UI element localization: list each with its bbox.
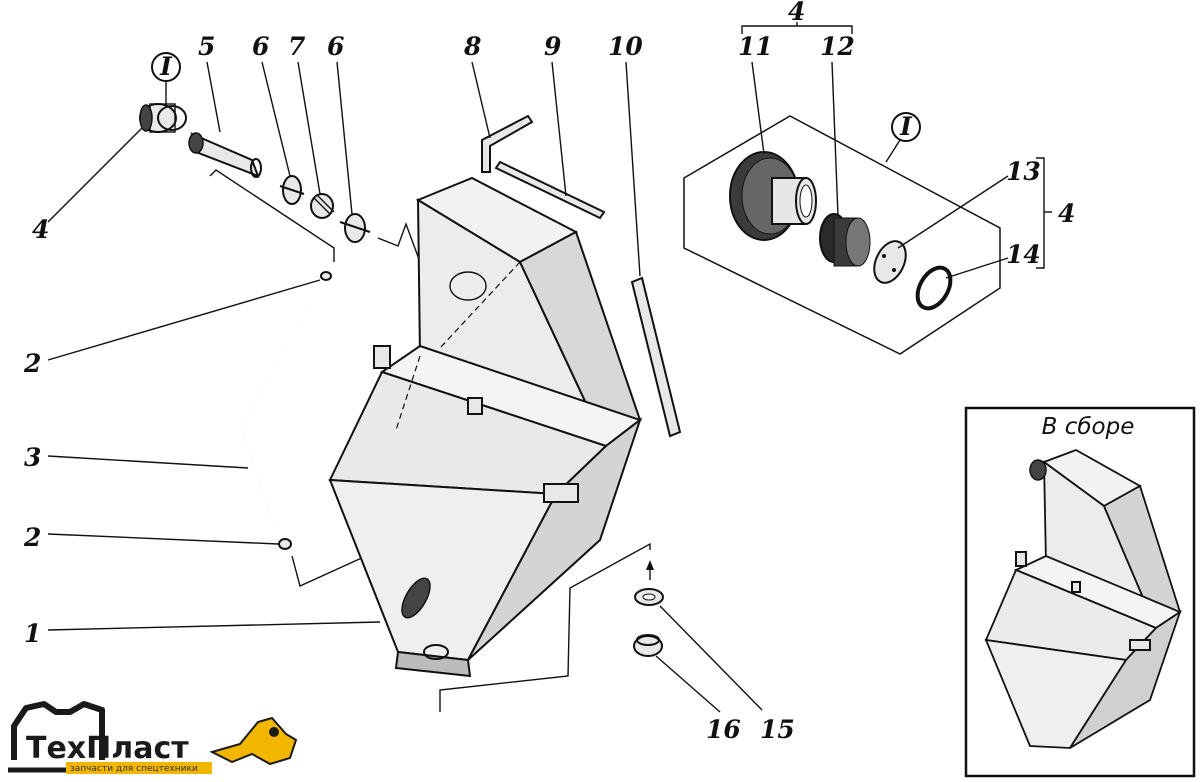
label-15: 15 (760, 715, 795, 744)
bracket-right-4 (1036, 157, 1052, 269)
label-2-top: 2 (23, 349, 41, 378)
assembled-tank (984, 449, 1182, 749)
detail-I-panel (683, 115, 1001, 355)
label-8: 8 (463, 32, 481, 61)
label-1: 1 (24, 619, 41, 648)
inset-assembled-view: В сборе (964, 406, 1196, 778)
label-12: 12 (820, 32, 855, 61)
label-14: 14 (1006, 240, 1041, 269)
label-3: 3 (24, 443, 41, 472)
callout-label: I (159, 52, 173, 81)
label-4-top: 4 (788, 0, 805, 26)
bracket-top-4 (741, 22, 853, 34)
part-2-fitting-top (320, 271, 332, 281)
label-2-bottom: 2 (23, 523, 41, 552)
part-15-washer (634, 588, 664, 606)
label-6-a: 6 (252, 32, 269, 61)
part-10-bar (630, 276, 682, 438)
flow-line-top (209, 169, 335, 262)
label-10: 10 (608, 32, 643, 61)
part-6-valve-a (279, 175, 305, 205)
callout-label: I (899, 112, 913, 141)
label-16: 16 (706, 715, 741, 744)
label-11: 11 (738, 32, 773, 61)
part-9-strip (494, 160, 606, 220)
brand-logo: ТехПласт запчасти для спецтехники (8, 701, 298, 774)
brand-tagline: запчасти для спецтехники (70, 764, 198, 774)
part-6-valve-b (339, 213, 371, 243)
part-5-tube (188, 132, 262, 178)
part-11-nut (729, 151, 817, 241)
leader-4 (47, 127, 143, 223)
part-7-spring (310, 193, 335, 219)
label-7: 7 (288, 32, 306, 61)
label-5: 5 (198, 32, 215, 61)
part-13-disc (873, 240, 907, 284)
part-4-cap (139, 103, 187, 133)
inset-title: В сборе (1042, 414, 1135, 440)
callout-I-left: I (151, 52, 181, 104)
brand-name: ТехПласт (26, 731, 189, 766)
part-16-plug (633, 634, 663, 657)
part-8-bracket (481, 114, 534, 173)
part-1-tank (328, 176, 643, 678)
label-4-right: 4 (1058, 199, 1075, 228)
loader-arm-icon (209, 716, 298, 766)
label-4-left: 4 (32, 215, 49, 244)
label-13: 13 (1006, 157, 1041, 186)
flow-line-bottom (439, 542, 651, 712)
part-14-ring (915, 265, 953, 311)
part-2-fitting-bottom (278, 538, 292, 550)
label-6-b: 6 (327, 32, 344, 61)
callout-I-right: I (885, 112, 921, 163)
part-3-rod (238, 288, 320, 530)
tagline-bar (66, 762, 212, 774)
label-9: 9 (544, 32, 561, 61)
part-12-filter (819, 213, 871, 267)
